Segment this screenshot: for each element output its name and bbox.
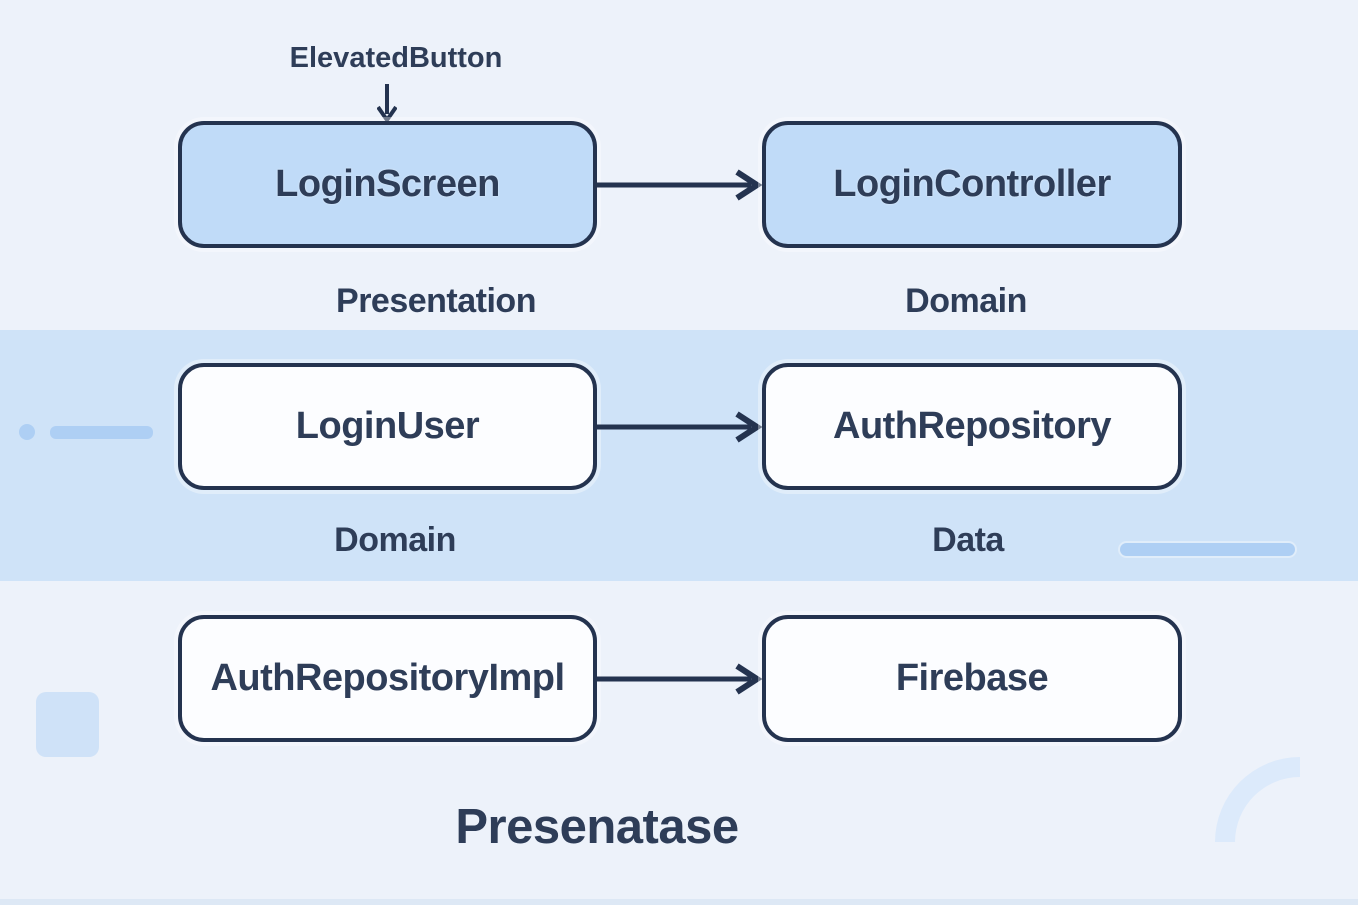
node-firebase-label: Firebase [895,657,1049,699]
decor-line-right [1120,543,1295,556]
decor-line-left [50,426,153,439]
arrow-down-icon [377,84,397,122]
arrow-right-icon [595,663,763,695]
node-authrepository: AuthRepository [762,363,1182,490]
bottom-edge-strip [0,899,1358,905]
annotation-elevatedbutton: ElevatedButton [289,42,503,74]
layer-label-domain-1: Domain [905,282,1027,320]
decor-quarter-arc [1215,757,1300,842]
node-loginuser: LoginUser [178,363,597,490]
node-authrepositoryimpl: AuthRepositoryImpl [178,615,597,742]
diagram-caption: Presenatase [455,800,739,854]
node-loginuser-label: LoginUser [295,405,480,447]
arrow-right-icon [595,169,763,201]
node-loginscreen: LoginScreen [178,121,597,248]
decor-square [36,692,99,757]
arrow-right-icon [595,411,763,443]
layer-label-data: Data [932,521,1004,559]
node-logincontroller-label: LoginController [833,163,1111,205]
node-loginscreen-label: LoginScreen [275,163,500,205]
layer-label-domain-2: Domain [334,521,456,559]
node-authrepositoryimpl-label: AuthRepositoryImpl [210,657,565,699]
node-logincontroller: LoginController [762,121,1182,248]
decor-dot [19,424,35,440]
node-firebase: Firebase [762,615,1182,742]
layer-label-presentation: Presentation [336,282,536,320]
node-authrepository-label: AuthRepository [833,405,1112,447]
